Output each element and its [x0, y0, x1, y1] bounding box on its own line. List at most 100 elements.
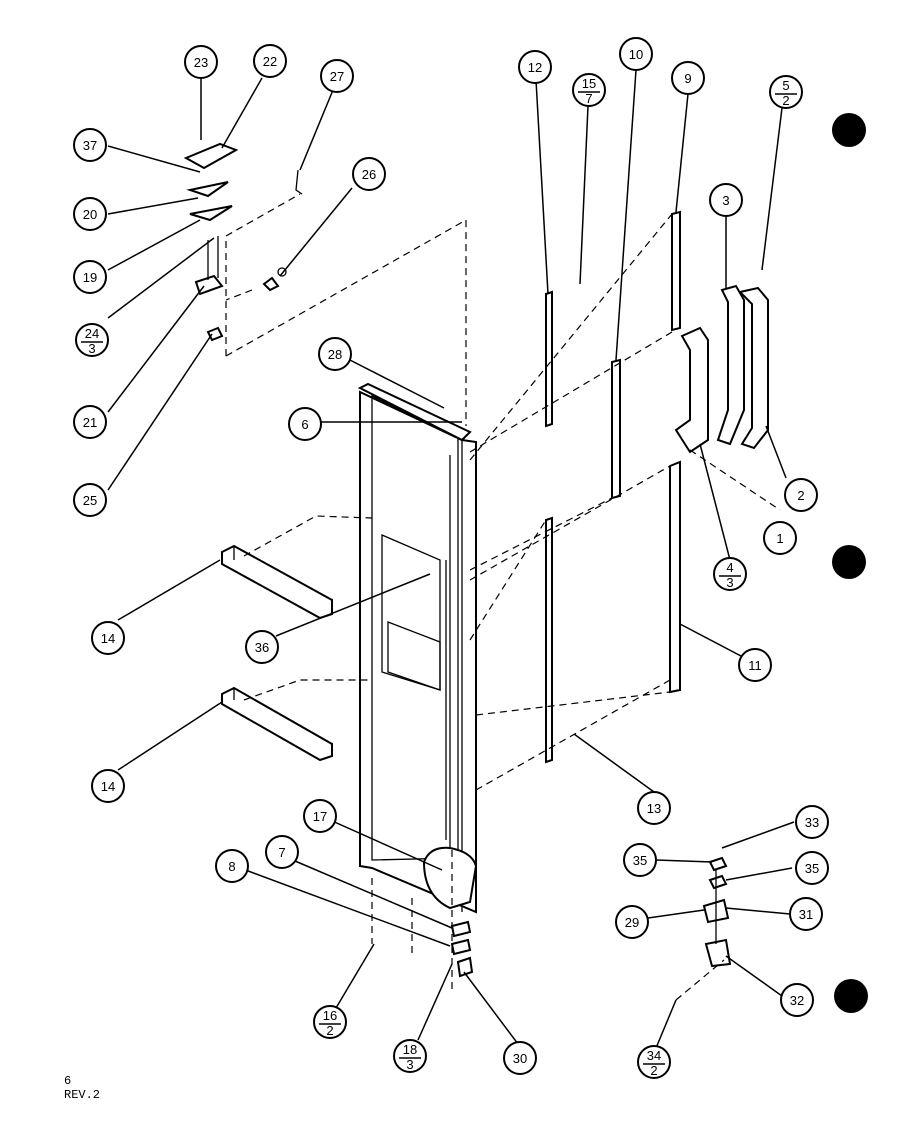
bottom-hinge-cover-17 — [422, 846, 478, 910]
hinge-washer-19 — [189, 205, 233, 222]
callout-3: 3 — [709, 183, 743, 217]
callout-30: 30 — [503, 1041, 537, 1075]
callout-24-3: 24 3 — [75, 323, 109, 357]
handle-cap-3 — [716, 284, 745, 446]
callout-16-2: 16 2 — [313, 1005, 347, 1039]
svg-text:23: 23 — [194, 55, 208, 70]
svg-text:32: 32 — [790, 993, 804, 1008]
callout-15-7: 15 7 — [572, 73, 606, 107]
svg-text:25: 25 — [83, 493, 97, 508]
svg-text:16: 16 — [323, 1008, 337, 1023]
callout-6: 6 — [288, 407, 322, 441]
callout-14-upper: 14 — [91, 621, 125, 655]
svg-text:26: 26 — [362, 167, 376, 182]
svg-text:35: 35 — [805, 861, 819, 876]
svg-text:2: 2 — [650, 1063, 657, 1078]
handle-strip-13 — [545, 516, 553, 764]
callout-9: 9 — [671, 61, 705, 95]
callout-4-3: 4 3 — [713, 557, 747, 591]
callout-18-3: 18 3 — [393, 1039, 427, 1073]
callout-23: 23 — [184, 45, 218, 79]
callout-20: 20 — [73, 197, 107, 231]
callout-1: 1 — [763, 521, 797, 555]
callout-19: 19 — [73, 260, 107, 294]
svg-text:1: 1 — [776, 531, 783, 546]
callout-31: 31 — [789, 897, 823, 931]
svg-text:35: 35 — [633, 853, 647, 868]
wire-clip-26 — [262, 267, 287, 292]
handle-strip-11 — [669, 460, 681, 694]
door-panel — [357, 382, 477, 914]
callout-26: 26 — [352, 157, 386, 191]
door-shelf-14-upper — [221, 544, 333, 620]
svg-text:19: 19 — [83, 270, 97, 285]
svg-text:22: 22 — [263, 54, 277, 69]
callout-2: 2 — [784, 478, 818, 512]
handle-strip-9 — [671, 210, 681, 332]
svg-text:27: 27 — [330, 69, 344, 84]
svg-text:14: 14 — [101, 779, 115, 794]
handle-strip-12 — [545, 290, 553, 428]
callout-33: 33 — [795, 805, 829, 839]
door-shelf-14-lower — [221, 686, 333, 762]
handle-strip-10 — [611, 358, 621, 500]
svg-text:8: 8 — [228, 859, 235, 874]
svg-text:9: 9 — [684, 71, 691, 86]
svg-text:6: 6 — [301, 417, 308, 432]
binder-hole-middle — [832, 545, 866, 579]
assembly-lines — [225, 193, 781, 1001]
svg-text:10: 10 — [629, 47, 643, 62]
svg-text:28: 28 — [328, 347, 342, 362]
callout-5-2: 5 2 — [769, 75, 803, 109]
svg-text:33: 33 — [805, 815, 819, 830]
hinge-bracket-21 — [194, 236, 224, 296]
svg-text:36: 36 — [255, 640, 269, 655]
svg-text:24: 24 — [85, 326, 99, 341]
svg-text:2: 2 — [782, 93, 789, 108]
svg-text:14: 14 — [101, 631, 115, 646]
callout-27: 27 — [320, 59, 354, 93]
callout-12: 12 — [518, 50, 552, 84]
hinge-assembly-lower-right — [702, 856, 732, 968]
callout-25: 25 — [73, 483, 107, 517]
callout-34-2: 34 2 — [637, 1045, 671, 1079]
handle-cap-1 — [674, 326, 709, 454]
svg-text:37: 37 — [83, 138, 97, 153]
svg-text:34: 34 — [647, 1048, 661, 1063]
svg-text:31: 31 — [799, 907, 813, 922]
revision-label: REV.2 — [64, 1088, 100, 1102]
handle-cap-2 — [738, 286, 769, 450]
callout-7: 7 — [265, 835, 299, 869]
callout-32: 32 — [780, 983, 814, 1017]
callout-17: 17 — [303, 799, 337, 833]
svg-text:3: 3 — [88, 341, 95, 356]
page-number: 6 — [64, 1074, 71, 1088]
svg-text:13: 13 — [647, 801, 661, 816]
callout-13: 13 — [637, 791, 671, 825]
top-hinge-cover-22 — [183, 142, 239, 170]
callout-10: 10 — [619, 37, 653, 71]
binder-hole-top — [832, 113, 866, 147]
callout-37: 37 — [73, 128, 107, 162]
svg-text:3: 3 — [406, 1057, 413, 1072]
svg-text:29: 29 — [625, 915, 639, 930]
svg-text:2: 2 — [797, 488, 804, 503]
svg-text:12: 12 — [528, 60, 542, 75]
callout-11: 11 — [738, 648, 772, 682]
svg-text:17: 17 — [313, 809, 327, 824]
callout-35-right: 35 — [795, 851, 829, 885]
svg-text:11: 11 — [748, 658, 762, 673]
svg-text:7: 7 — [278, 845, 285, 860]
callout-22: 22 — [253, 44, 287, 78]
wire-harness-27 — [295, 169, 303, 195]
callout-8: 8 — [215, 849, 249, 883]
svg-text:2: 2 — [326, 1023, 333, 1038]
svg-text:7: 7 — [585, 91, 592, 106]
svg-text:20: 20 — [83, 207, 97, 222]
svg-text:4: 4 — [726, 560, 733, 575]
callout-14-lower: 14 — [91, 769, 125, 803]
leader-lines — [107, 69, 795, 1049]
svg-text:21: 21 — [83, 415, 97, 430]
callout-28: 28 — [318, 337, 352, 371]
